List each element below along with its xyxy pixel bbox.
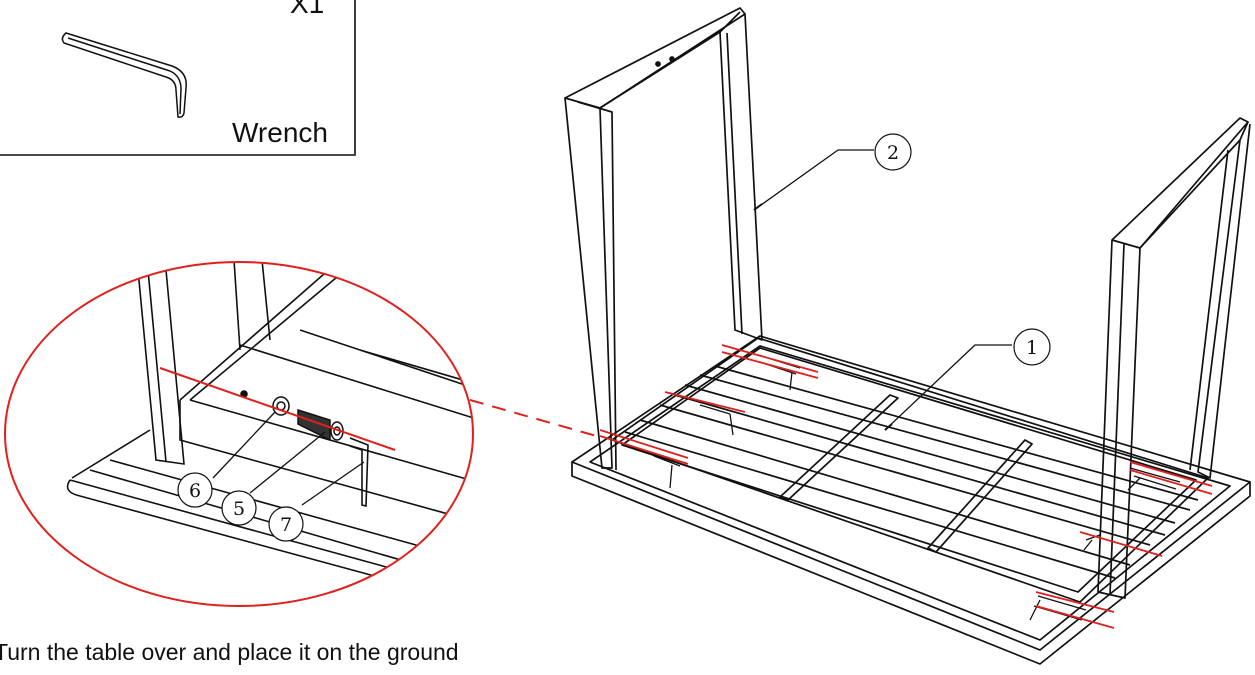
leg-right (1097, 117, 1251, 599)
alignment-lines (599, 344, 1213, 629)
svg-text:6: 6 (189, 480, 201, 502)
zoom-connector-line (469, 399, 601, 438)
callout-7: 7 (268, 506, 304, 542)
allen-key-part-7 (349, 437, 369, 508)
leg-left (564, 7, 763, 471)
svg-text:5: 5 (233, 498, 245, 520)
tool-box (0, 0, 356, 156)
callout-1: 1 (1013, 328, 1051, 366)
callout-5: 5 (221, 490, 257, 526)
wrench-icon (61, 32, 187, 118)
svg-text:2: 2 (887, 142, 899, 164)
detail-zoom-view: 6 5 7 (4, 261, 474, 607)
tool-name-label: Wrench (232, 117, 328, 148)
callout-6: 6 (177, 472, 213, 508)
instruction-text: Turn the table over and place it on the … (0, 639, 459, 665)
tool-quantity: X1 (290, 0, 325, 19)
svg-text:1: 1 (1026, 337, 1038, 359)
table-assembly (564, 7, 1251, 665)
svg-text:7: 7 (280, 514, 292, 536)
callout-2: 2 (874, 133, 912, 171)
